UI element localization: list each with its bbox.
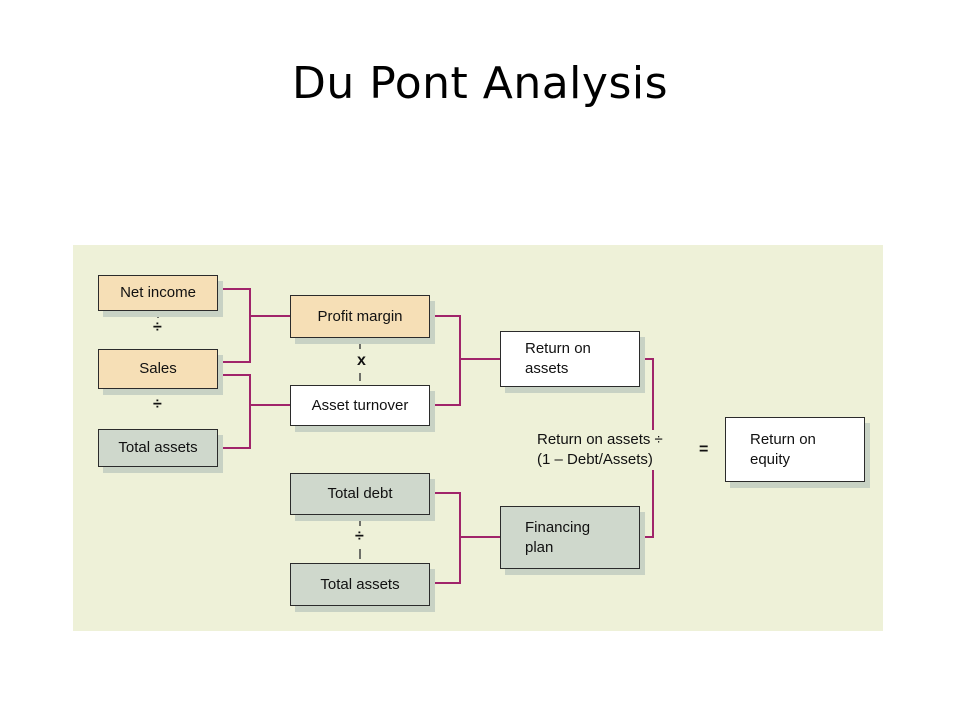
connector-net-income <box>218 288 290 317</box>
roe-formula: Return on assets ÷ (1 – Debt/Assets) <box>535 430 665 470</box>
connector-turnover-to-roa <box>430 359 461 406</box>
return-on-assets-box: Return on assets <box>500 331 640 387</box>
divide-operator: ÷ <box>151 396 164 413</box>
formula-line2: (1 – Debt/Assets) <box>537 451 653 468</box>
return-on-assets-line1: Return on <box>525 340 591 357</box>
return-on-equity-line1: Return on <box>750 430 816 448</box>
divide-operator: ÷ <box>353 528 366 545</box>
return-on-assets-line2: assets <box>525 360 569 377</box>
total-assets-box: Total assets <box>98 429 218 467</box>
connector-sales-to-margin <box>218 316 251 363</box>
divide-operator: ÷ <box>151 319 164 336</box>
profit-margin-box: Profit margin <box>290 295 430 338</box>
du-pont-diagram: Net income ÷ Sales ÷ Total assets Profit… <box>73 245 883 631</box>
net-income-label: Net income <box>120 284 196 301</box>
return-on-equity-line2: equity <box>750 450 791 468</box>
connector-total-assets <box>218 405 251 449</box>
equals-operator: = <box>697 441 711 458</box>
total-debt-box: Total debt <box>290 473 430 515</box>
total-assets-label: Total assets <box>118 439 198 456</box>
asset-turnover-box: Asset turnover <box>290 385 430 426</box>
total-assets-bottom-label: Total assets <box>320 575 400 593</box>
net-income-box: Net income <box>98 275 218 311</box>
total-debt-label: Total debt <box>327 485 393 502</box>
sales-label: Sales <box>139 360 177 377</box>
connector-roa-to-formula <box>640 358 654 430</box>
financing-plan-line1: Financing <box>525 518 591 536</box>
return-on-equity-box: Return on equity <box>725 417 865 482</box>
sales-box: Sales <box>98 349 218 389</box>
financing-plan-line2: plan <box>525 538 554 556</box>
connector-margin-to-roa <box>430 315 500 360</box>
formula-line1: Return on assets ÷ <box>537 431 663 448</box>
financing-plan-box: Financing plan <box>500 506 640 569</box>
slide-title: Du Pont Analysis <box>291 58 669 109</box>
connector-fp-to-formula <box>640 467 654 538</box>
connector-bottom-total-assets <box>430 537 461 584</box>
connector-total-debt <box>430 492 500 538</box>
connector-lines <box>157 288 654 584</box>
asset-turnover-label: Asset turnover <box>311 396 409 414</box>
connector-sales-to-turnover <box>218 374 290 406</box>
multiply-operator: x <box>355 352 368 369</box>
profit-margin-label: Profit margin <box>317 307 403 325</box>
total-assets-bottom-box: Total assets <box>290 563 430 606</box>
